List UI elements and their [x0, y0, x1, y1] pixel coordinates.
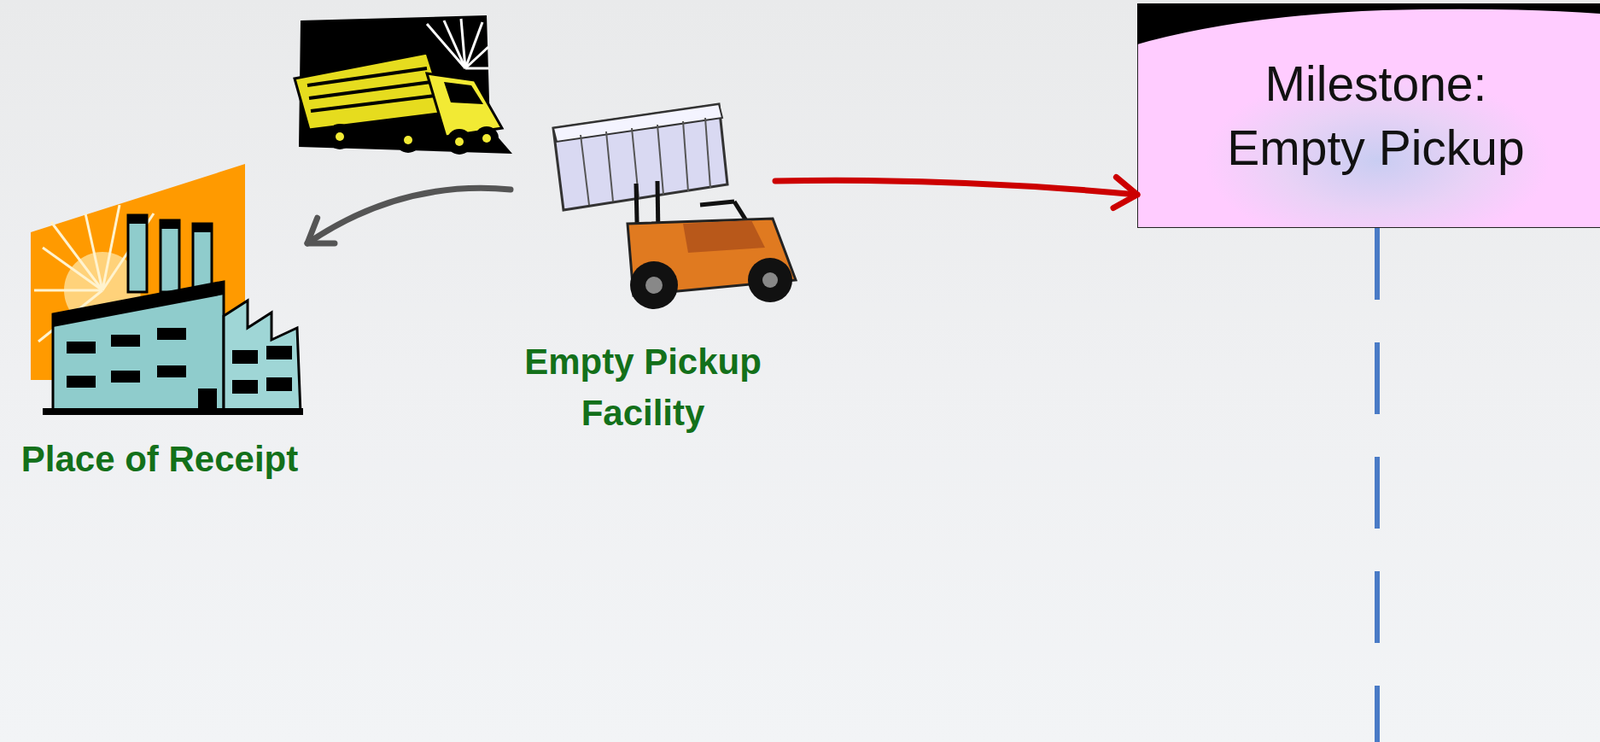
- milestone-box: Milestone:Empty Pickup: [1137, 5, 1600, 228]
- icon-label: Empty Pickup Facility: [476, 336, 810, 439]
- arrow-head: [1113, 177, 1138, 209]
- empty-pickup-facility: Empty Pickup Facility: [510, 100, 776, 443]
- place-of-receipt: Place of Receipt: [11, 162, 308, 479]
- box-top-swoosh: [1137, 3, 1600, 45]
- truck-clipart: [294, 15, 513, 155]
- gray-arrow: [307, 187, 511, 244]
- connector-line: [307, 187, 511, 244]
- connector-line: [775, 180, 1138, 195]
- arrow-head: [307, 217, 335, 244]
- red-arrow: [775, 177, 1138, 209]
- factory-clipart: [30, 163, 304, 415]
- timeline-dash: [1374, 227, 1380, 742]
- forklift-clipart: [553, 104, 796, 310]
- icon-label: Place of Receipt: [0, 433, 342, 485]
- box-text: Empty Pickup: [1138, 116, 1600, 181]
- box-text: Milestone:: [1138, 52, 1600, 117]
